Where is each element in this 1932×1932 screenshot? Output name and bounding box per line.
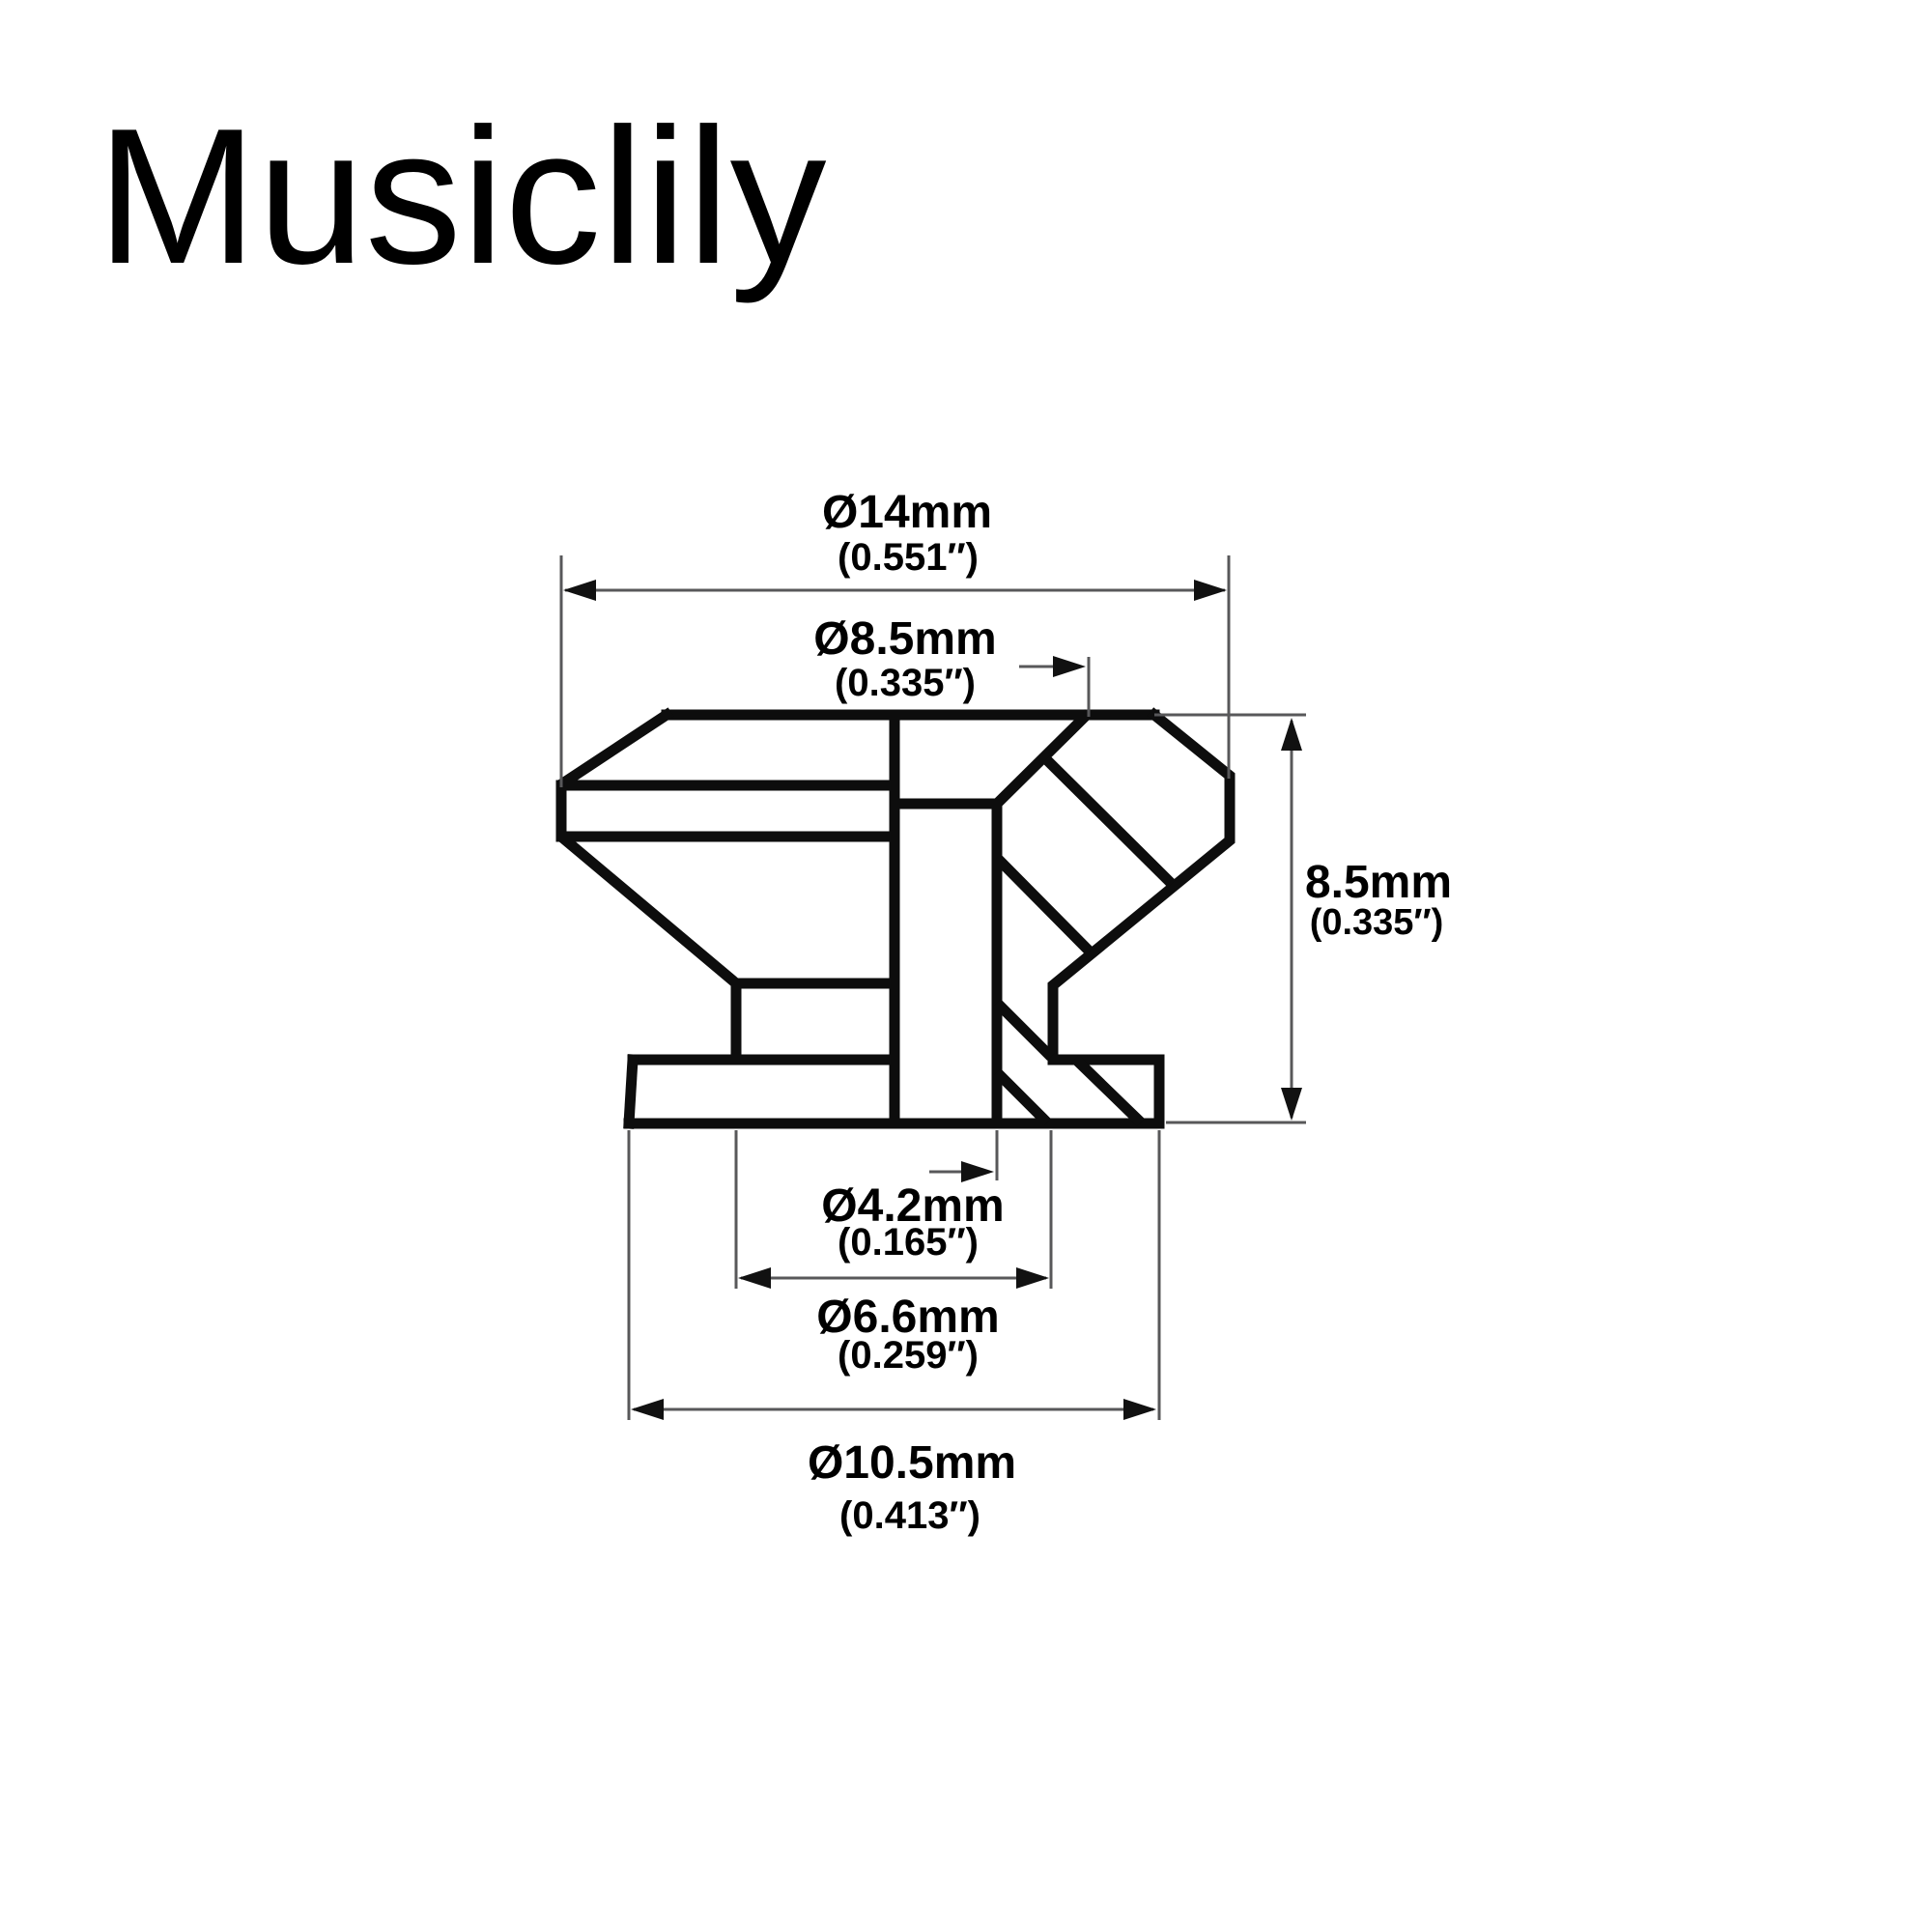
hatch-line — [993, 854, 1094, 955]
outline-right-profile — [1047, 707, 1236, 1065]
arrowhead-up — [1281, 718, 1302, 751]
brand-logo: Musiclily — [97, 89, 827, 304]
arrowhead-right — [1194, 580, 1227, 601]
hatch-line — [993, 1068, 1051, 1126]
part-outline — [555, 707, 1236, 1129]
arrowhead-left — [631, 1399, 664, 1420]
arrowhead-left — [738, 1267, 771, 1289]
outline-countersink — [989, 709, 1093, 811]
dim-label-inch: (0.335″) — [835, 662, 976, 704]
hatch-line — [1071, 1055, 1145, 1126]
dim-label-mm: Ø6.6mm — [816, 1292, 999, 1343]
dim-label-mm: Ø10.5mm — [808, 1437, 1016, 1489]
arrowhead-down — [1281, 1088, 1302, 1121]
arrowhead-right — [961, 1161, 994, 1182]
dim-label-inch: (0.551″) — [838, 536, 979, 579]
dim-label-inch: (0.165″) — [838, 1221, 979, 1264]
hatch-line — [1042, 755, 1176, 888]
dim-label-mm: Ø8.5mm — [813, 613, 996, 665]
dim-label-mm: Ø14mm — [822, 487, 992, 538]
dimension-flange-diameter: Ø10.5mm (0.413″) — [627, 1130, 1161, 1537]
dimension-head-diameter: Ø14mm (0.551″) — [559, 487, 1231, 787]
outline-left-profile — [555, 707, 742, 1065]
dimension-hole-diameter: Ø4.2mm (0.165″) — [821, 1130, 1005, 1264]
dimension-overall-height: 8.5mm (0.335″) — [1154, 713, 1452, 1124]
arrowhead-right — [1053, 656, 1086, 677]
arrowhead-left — [563, 580, 596, 601]
section-hatching — [993, 755, 1176, 1126]
arrowhead-right — [1016, 1267, 1049, 1289]
dim-label-mm: 8.5mm — [1305, 857, 1452, 908]
arrowhead-right — [1123, 1399, 1156, 1420]
dim-label-inch: (0.259″) — [838, 1334, 979, 1377]
dim-label-inch: (0.335″) — [1310, 902, 1444, 943]
dimension-countersink-diameter: Ø8.5mm (0.335″) — [813, 613, 1091, 717]
dim-label-mm: Ø4.2mm — [821, 1180, 1004, 1232]
outline-flange-left-edge — [623, 1054, 639, 1129]
hatch-line — [993, 999, 1055, 1061]
dim-label-inch: (0.413″) — [839, 1494, 980, 1537]
dimension-neck-diameter: Ø6.6mm (0.259″) — [734, 1130, 1053, 1377]
